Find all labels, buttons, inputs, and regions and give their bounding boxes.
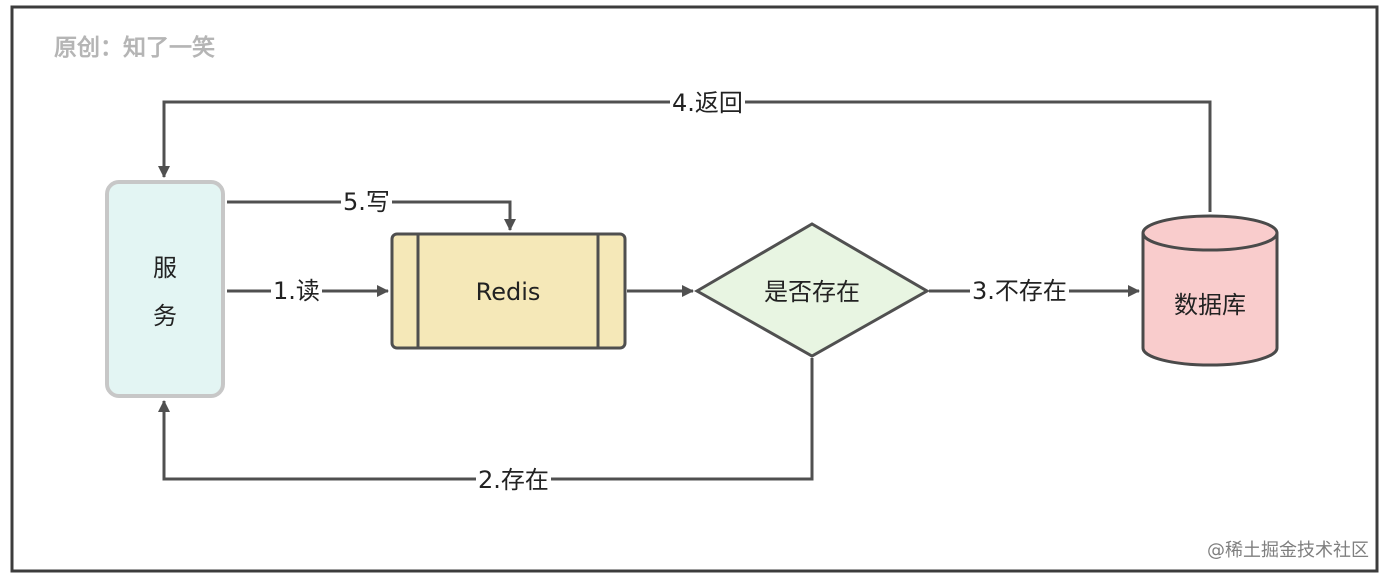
edge-label-not-exists: 3.不存在 (970, 277, 1069, 305)
database-node (1141, 214, 1279, 367)
service-node (105, 180, 225, 398)
database-label: 数据库 (1174, 291, 1246, 319)
service-label-line1: 服 (153, 254, 177, 282)
edge-label-exists: 2.存在 (476, 466, 551, 494)
edge-label-return: 4.返回 (670, 89, 745, 117)
service-label-line2: 务 (153, 302, 177, 330)
decision-label: 是否存在 (764, 278, 860, 306)
redis-label: Redis (475, 278, 541, 306)
watermark-text: @稀土掘金技术社区 (1207, 540, 1369, 561)
redis-node (390, 232, 627, 350)
edge-label-write: 5.写 (341, 188, 392, 216)
edge-write (227, 200, 516, 231)
credit-text: 原创：知了一笑 (54, 35, 215, 61)
edge-label-read: 1.读 (271, 277, 322, 305)
decision-node (693, 222, 931, 358)
